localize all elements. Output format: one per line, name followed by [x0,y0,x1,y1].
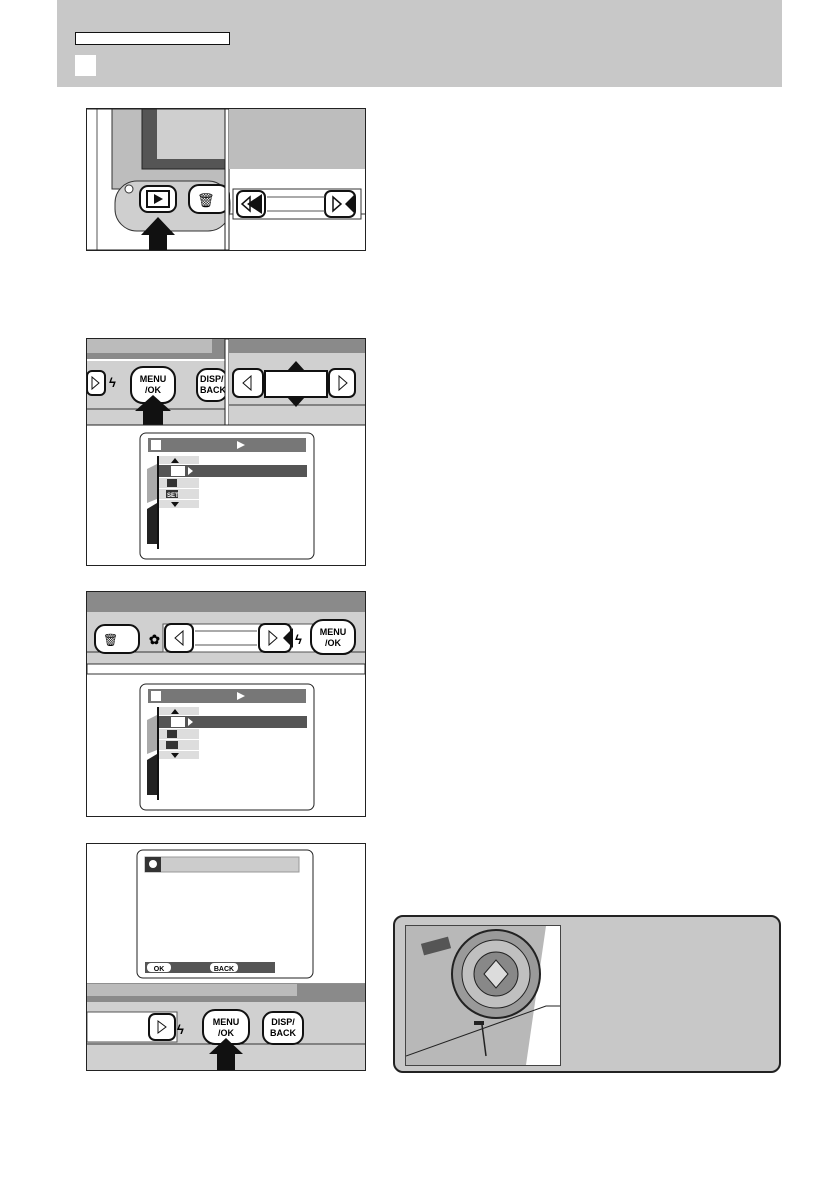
dialog-screen: OK BACK [136,849,314,979]
figure-right-selector: 🗑 ✿ ϟ MENU /OK [86,591,366,817]
section-marker [75,55,96,76]
figure-playback-button: 🗑 [86,108,366,251]
menu-ok-button-line2-fig3: /OK [325,638,342,648]
menu-ok-button-line1-fig3: MENU [320,627,347,637]
camera-lens-photo [405,925,561,1066]
dialog-back-label: BACK [214,966,234,973]
trash-brightness-icon: 🗑 [188,184,230,214]
play-button-icon [139,185,177,213]
figure-confirm-dialog: OK BACK ϟ MENU /OK DISP/ BACK [86,843,366,1071]
svg-text:✿: ✿ [149,632,160,647]
figure-menu-button: ϟ MENU /OK DISP/ BACK [86,338,366,566]
disp-back-button-line2-fig4: BACK [270,1028,296,1038]
menu-ok-button-line2-fig4: /OK [218,1028,235,1038]
disp-back-button-line2: BACK [200,385,226,395]
menu-screen-fig3 [139,683,315,811]
svg-text:ϟ: ϟ [177,1022,184,1037]
section-label [75,32,230,45]
note-box [393,915,781,1073]
disp-back-button-line1-fig4: DISP/ [271,1017,295,1027]
svg-text:🗑: 🗑 [197,193,215,209]
set-icon-label: SET [167,493,179,499]
dialog-ok-label: OK [154,966,165,973]
menu-ok-button-line1-fig4: MENU [213,1017,240,1027]
menu-ok-button-line1: MENU [140,374,167,384]
menu-ok-button-line2: /OK [145,385,162,395]
menu-screen: SET [139,432,315,560]
svg-text:ϟ: ϟ [295,632,302,647]
svg-text:ϟ: ϟ [109,375,116,390]
svg-text:🗑: 🗑 [103,633,118,647]
disp-back-button-line1: DISP/ [200,374,224,384]
